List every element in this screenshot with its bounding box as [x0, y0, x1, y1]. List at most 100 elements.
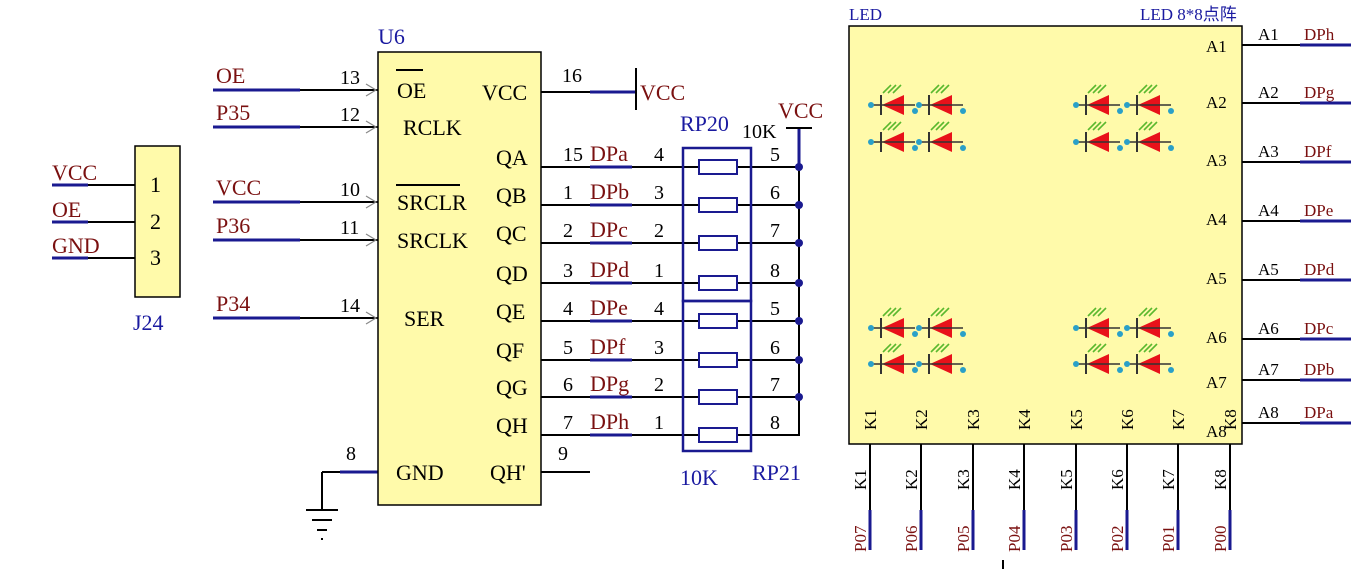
led-junction-dot — [916, 361, 922, 367]
led-emission-ray — [1092, 121, 1102, 131]
u6-q-net-label: DPe — [590, 295, 628, 320]
led-junction-dot — [1168, 367, 1174, 373]
u6-gnd-pin-name: GND — [396, 460, 444, 485]
u6-q-pin-name: QA — [496, 145, 528, 170]
u6-input-arrow — [365, 311, 378, 325]
led-anode-net: DPh — [1304, 25, 1335, 44]
pullup-junction — [795, 163, 803, 171]
u6-pin-number: 10 — [340, 179, 360, 201]
u6-body — [377, 51, 542, 506]
led-cathode-outer-pin: K1 — [851, 469, 870, 490]
u6-input-net: P35 — [216, 100, 250, 125]
u6-pin-number: 14 — [340, 295, 360, 317]
u6-q-net-label: DPb — [590, 179, 629, 204]
u6-q-pin-name: QC — [496, 221, 527, 246]
led-anode-net: DPd — [1304, 260, 1335, 279]
led-emission-ray — [1097, 307, 1107, 317]
u6-gnd-pin-number: 8 — [346, 443, 356, 465]
resistor-left-pin: 2 — [654, 374, 664, 396]
pullup-junction — [795, 279, 803, 287]
led-cell — [1076, 307, 1120, 338]
led-anode-inner-pin: A3 — [1206, 151, 1227, 170]
led-emission-ray — [940, 343, 950, 353]
led-cell — [1076, 121, 1120, 152]
led-emission-ray — [1092, 307, 1102, 317]
led-junction-dot — [868, 102, 874, 108]
led-junction-dot — [1117, 367, 1123, 373]
led-emission-ray — [1097, 121, 1107, 131]
u6-q-pin-number: 6 — [563, 374, 573, 396]
u6-pin-name: SRCLK — [397, 228, 468, 253]
u6-q-pin-name: QE — [496, 299, 525, 324]
j24-body — [134, 145, 181, 298]
led-junction-dot — [1117, 145, 1123, 151]
led-emission-ray — [882, 343, 892, 353]
pullup-junction — [795, 356, 803, 364]
rp20-outline — [681, 146, 753, 303]
u6-q-net-label: DPh — [590, 409, 629, 434]
led-cathode-inner-pin: K5 — [1067, 409, 1086, 430]
led-cathode-net: P06 — [902, 526, 921, 552]
u6-q-net-label: DPa — [590, 141, 628, 166]
led-emission-ray — [1148, 343, 1158, 353]
led-cell — [919, 343, 963, 374]
led-cathode-outer-pin: K2 — [902, 469, 921, 490]
parts-layer — [134, 25, 1243, 540]
led-junction-dot — [868, 325, 874, 331]
led-emission-ray — [887, 84, 897, 94]
resistor-left-pin: 3 — [654, 337, 664, 359]
u6-q-pin-name: QD — [496, 261, 528, 286]
led-cathode-net: P07 — [851, 525, 870, 552]
u6-q-pin-number: 1 — [563, 182, 573, 204]
led-cell — [871, 307, 915, 338]
led-emission-ray — [1138, 343, 1148, 353]
led-junction-dot — [1073, 102, 1079, 108]
u6-pin-name: RCLK — [403, 115, 462, 140]
led-cathode-outer-pin: K4 — [1005, 469, 1024, 490]
led-junction-dot — [1168, 145, 1174, 151]
led-matrix-body — [848, 25, 1243, 445]
u6-input-net: P34 — [216, 291, 250, 316]
led-cathode-outer-pin: K8 — [1211, 469, 1230, 490]
led-emission-ray — [1087, 343, 1097, 353]
led-junction-dot — [1073, 139, 1079, 145]
led-cathode-net: P03 — [1057, 526, 1076, 552]
led-junction-dot — [1117, 331, 1123, 337]
u6-pin-name: SER — [404, 306, 445, 331]
led-anode-outer-pin: A1 — [1258, 25, 1279, 44]
led-cell — [1127, 121, 1171, 152]
resistor-right-pin: 5 — [770, 144, 780, 166]
led-emission-ray — [935, 84, 945, 94]
resistor-element — [698, 197, 738, 213]
resistor-element — [698, 235, 738, 251]
led-emission-ray — [930, 307, 940, 317]
u6-q-net-label: DPg — [590, 371, 629, 396]
led-emission-ray — [1148, 121, 1158, 131]
resistor-right-pin: 7 — [770, 220, 780, 242]
led-cell — [1127, 84, 1171, 115]
led-anode-inner-pin: A2 — [1206, 93, 1227, 112]
u6-input-net: VCC — [216, 175, 261, 200]
led-junction-dot — [1124, 325, 1130, 331]
led-junction-dot — [1124, 361, 1130, 367]
led-anode-outer-pin: A4 — [1258, 201, 1279, 220]
pullup-junction — [795, 393, 803, 401]
led-anode-net: DPc — [1304, 319, 1334, 338]
led-emission-ray — [1087, 84, 1097, 94]
led-junction-dot — [960, 367, 966, 373]
resistor-left-pin: 2 — [654, 220, 664, 242]
led-cathode-net: P02 — [1108, 526, 1127, 552]
led-cathode-inner-pin: K8 — [1221, 409, 1240, 430]
led-emission-ray — [1097, 84, 1107, 94]
led-cell — [919, 307, 963, 338]
led-emission-ray — [940, 121, 950, 131]
resistor-right-pin: 6 — [770, 337, 780, 359]
pullup-vcc-net: VCC — [778, 98, 823, 123]
led-emission-ray — [882, 307, 892, 317]
led-junction-dot — [1124, 139, 1130, 145]
u6-q-pin-name: QB — [496, 183, 527, 208]
u6-pin-name: OE — [397, 78, 426, 103]
led-emission-ray — [882, 84, 892, 94]
led-cathode-outer-pin: K5 — [1057, 469, 1076, 490]
